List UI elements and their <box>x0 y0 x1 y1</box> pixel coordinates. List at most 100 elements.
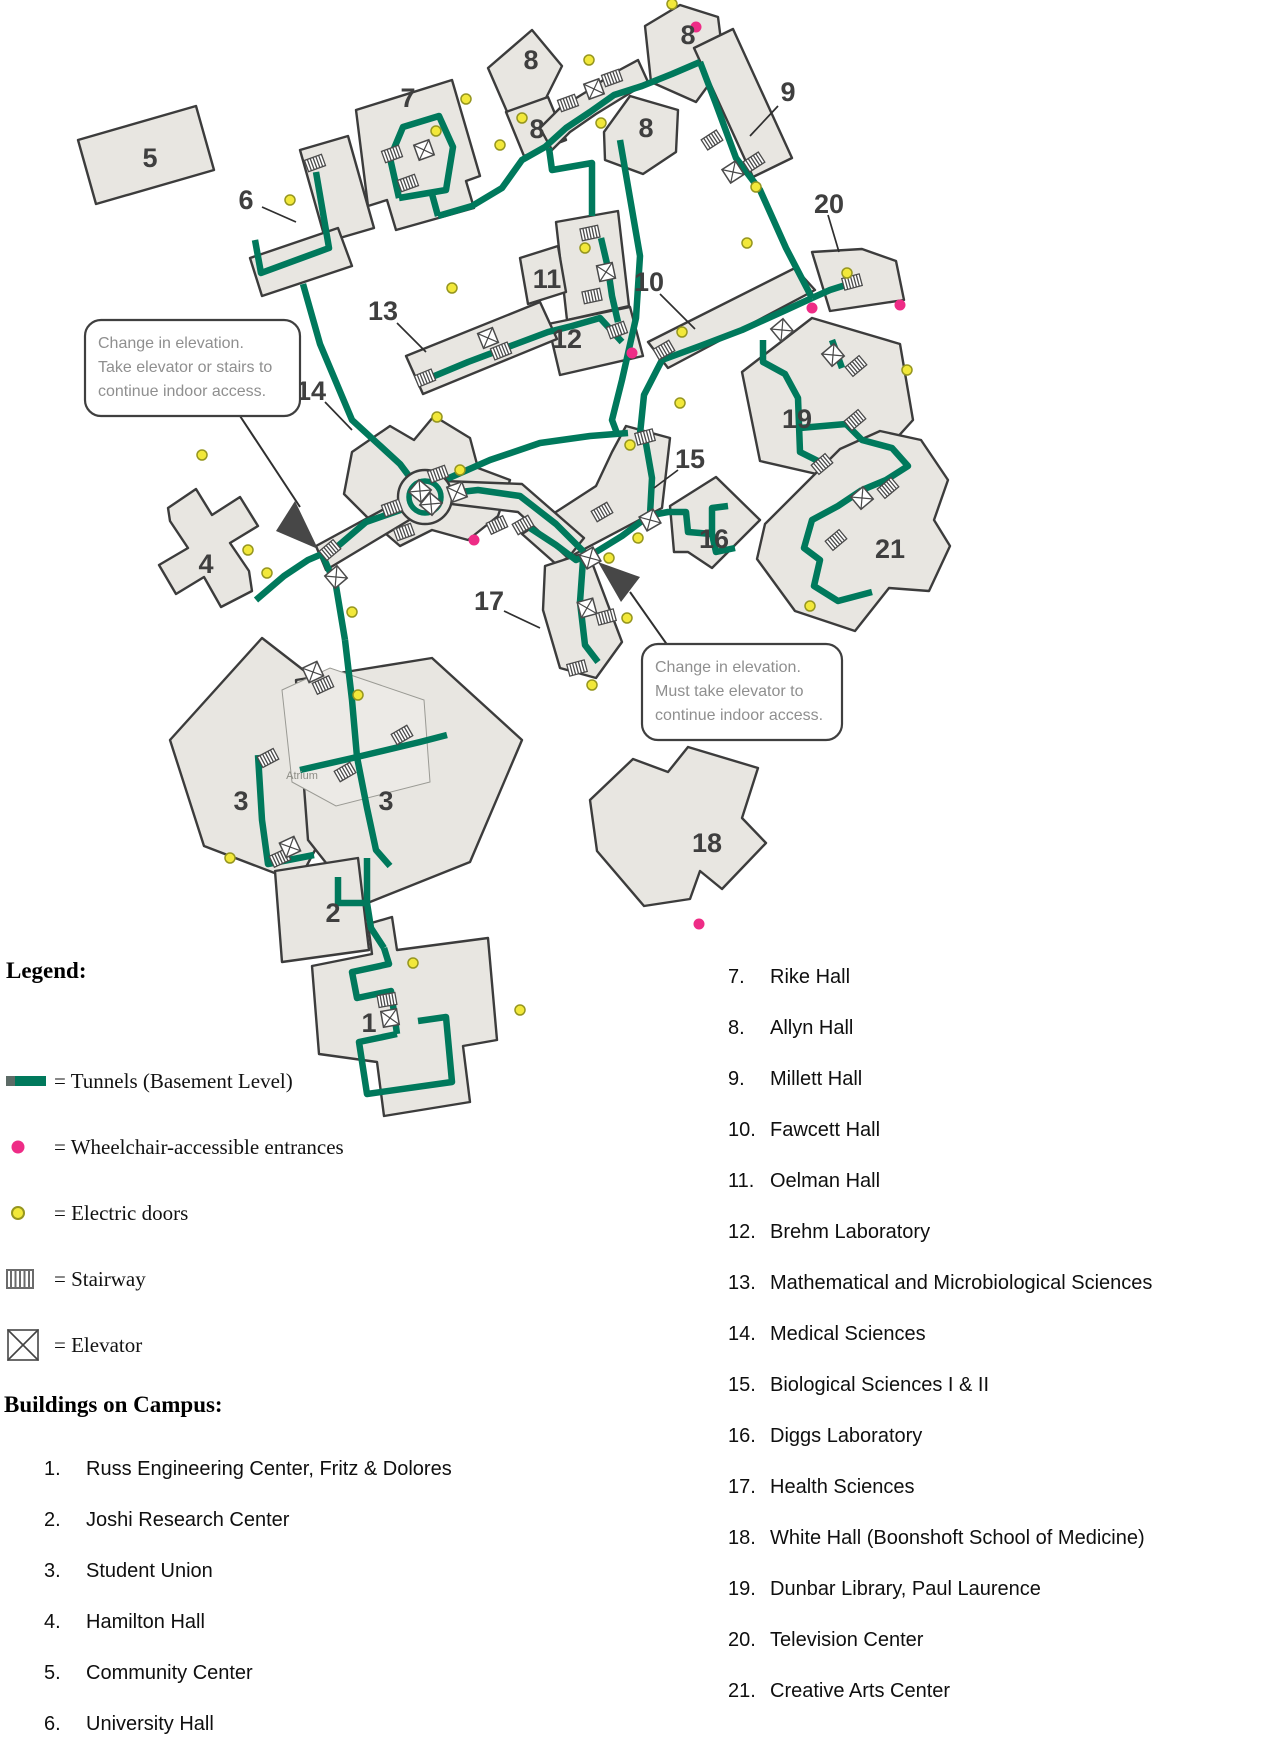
building-number-label: 11 <box>533 264 562 294</box>
legend-item-text: = Elevator <box>54 1332 143 1357</box>
elevator-icon <box>412 138 436 162</box>
buildings-list-left: 1.Russ Engineering Center, Fritz & Dolor… <box>44 1444 664 1750</box>
building-number-label: 7 <box>400 83 415 113</box>
elevator-icon <box>582 77 606 101</box>
tunnel-line <box>651 502 729 538</box>
tunnel-line <box>696 60 815 300</box>
stairway-icon <box>413 368 437 388</box>
tunnel-line <box>800 487 873 605</box>
building-list-item: 6. University Hall <box>44 1699 664 1750</box>
stairway-icon <box>489 341 513 361</box>
building-number-label: 9 <box>780 77 795 107</box>
building-number-label: 8 <box>680 20 695 50</box>
building-list-number: 20. <box>728 1629 756 1651</box>
building-number-label: 21 <box>875 534 905 564</box>
stairway-icon <box>485 514 509 536</box>
electric-door-dot <box>750 181 762 193</box>
electric-door-dot <box>674 397 686 409</box>
building-list-number: 6. <box>44 1713 61 1735</box>
tunnel-line <box>438 429 629 485</box>
stairway-icon <box>311 674 335 696</box>
legend-items: = Tunnels (Basement Level)= Wheelchair-a… <box>6 1048 426 1378</box>
building-shape <box>486 28 564 116</box>
building-list-item: 5.Community Center <box>44 1648 664 1699</box>
tunnel-swatch-icon <box>6 1063 54 1099</box>
rotunda-tunnel-ring <box>406 478 444 516</box>
tunnel-line <box>355 1013 456 1098</box>
building-list-item: 10. Fawcett Hall <box>728 1105 1288 1156</box>
elevation-callout: Change in elevation.Take elevator or sta… <box>83 318 302 418</box>
atrium-label: Atrium <box>286 770 318 782</box>
stairway-icon <box>390 724 414 746</box>
arrow-line <box>629 591 669 647</box>
building-list-item: 12.Brehm Laboratory <box>728 1207 1288 1258</box>
building-list-number: 4. <box>44 1611 61 1633</box>
elevator-icon <box>720 159 746 185</box>
electric-door-dot <box>224 852 236 864</box>
tunnel-line <box>636 295 814 435</box>
stairway-icon <box>605 320 629 340</box>
building-list-number: 7. <box>728 966 745 988</box>
stairway-icon <box>700 129 724 151</box>
building-list-name: Creative Arts Center <box>770 1680 951 1702</box>
stairway-icon <box>824 528 848 552</box>
building-shape <box>76 104 216 206</box>
elevator-icon <box>820 342 846 368</box>
stairway-icon <box>581 287 603 305</box>
building-number-label: 8 <box>638 113 653 143</box>
building-list-name: Biological Sciences I & II <box>770 1374 989 1396</box>
building-list-name: Fawcett Hall <box>770 1119 881 1141</box>
elevator-icon <box>407 478 433 504</box>
electric-door-dot <box>346 606 358 618</box>
stairway-icon <box>594 608 618 626</box>
building-list-name: Mathematical and Microbiological Science… <box>770 1272 1153 1294</box>
building-list-item: 18.White Hall (Boonshoft School of Medic… <box>728 1513 1288 1564</box>
electric-door-dot <box>242 544 254 556</box>
arrow-head-icon <box>598 562 640 602</box>
tunnel-line <box>545 147 596 216</box>
building-list-name: Millett Hall <box>770 1068 863 1090</box>
stairway-icon <box>556 93 580 113</box>
building-number-label: 8 <box>529 114 544 144</box>
building-list-name: University Hall <box>86 1713 214 1735</box>
building-shape <box>588 745 768 908</box>
stairway-icon <box>633 428 657 446</box>
stairway-icon <box>590 501 614 523</box>
building-list-name: Russ Engineering Center, Fritz & Dolores <box>86 1458 452 1480</box>
building-number-label: 3 <box>378 786 393 816</box>
building-list-item: 14.Medical Sciences <box>728 1309 1288 1360</box>
electric-door-dot <box>586 679 598 691</box>
stairway-icon <box>256 747 280 769</box>
building-list-number: 10. <box>728 1119 756 1141</box>
building-list-item: 8.Allyn Hall <box>728 1003 1288 1054</box>
building-number-label: 16 <box>699 524 729 554</box>
building-list-item: 1.Russ Engineering Center, Fritz & Dolor… <box>44 1444 664 1495</box>
building-number-label: 20 <box>814 189 844 219</box>
callout-text-line: Must take elevator to <box>655 683 804 700</box>
electric-door-dot <box>516 112 528 124</box>
legend-item: = Tunnels (Basement Level) <box>6 1048 426 1114</box>
building-list-number: 9. <box>728 1068 745 1090</box>
stairway-icon <box>6 1261 54 1297</box>
label-leader-line <box>749 105 779 137</box>
building-number-label: 13 <box>368 296 398 326</box>
building-list-item: 16.Diggs Laboratory <box>728 1411 1288 1462</box>
building-list-item: 7.Rike Hall <box>728 952 1288 1003</box>
tunnel-line <box>597 237 622 323</box>
electric-door-dot <box>666 0 678 10</box>
wheelchair-entrance-dot <box>690 21 702 33</box>
building-number-label: 19 <box>782 404 812 434</box>
electric-door-dot <box>196 449 208 461</box>
tunnel-line <box>708 533 736 556</box>
elevator-icon <box>476 326 500 350</box>
wheelchair-entrance-dot <box>693 918 705 930</box>
building-list-name: Community Center <box>86 1662 253 1684</box>
stairway-icon <box>810 452 834 476</box>
building-number-label: 4 <box>198 549 213 579</box>
building-shape <box>157 487 260 609</box>
building-list-number: 11. <box>728 1170 755 1192</box>
building-number-label: 12 <box>552 324 582 354</box>
stairway-icon <box>843 408 867 432</box>
building-list-name: Student Union <box>86 1560 213 1582</box>
